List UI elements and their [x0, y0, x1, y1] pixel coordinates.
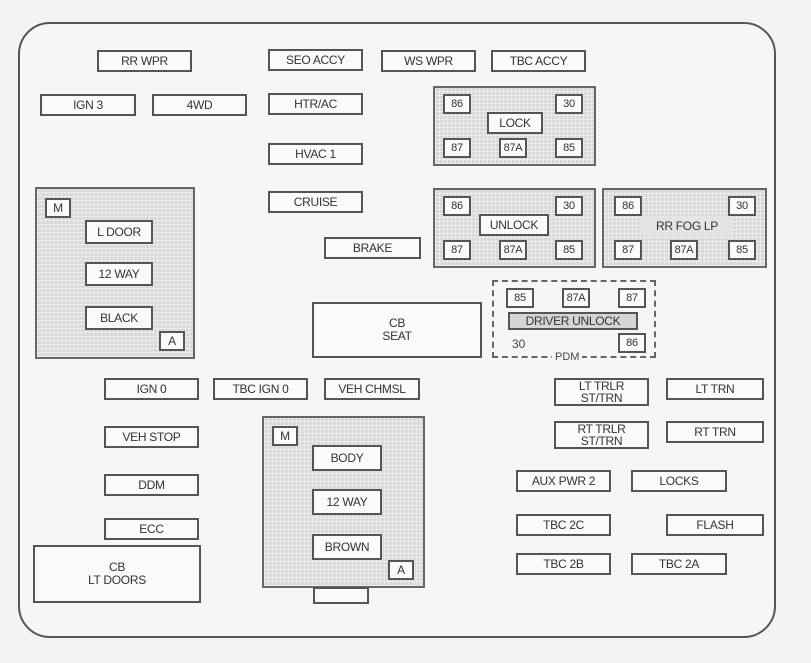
pin-85: 85 — [506, 288, 534, 308]
fuse-hvac1: HVAC 1 — [268, 143, 363, 165]
breaker-cb-lt-doors-line1: CB — [108, 560, 126, 574]
pin-86: 86 — [443, 94, 471, 114]
fuse-ign0: IGN 0 — [104, 378, 199, 400]
fuse-veh-chmsl: VEH CHMSL — [324, 378, 420, 400]
fuse-rr-wpr: RR WPR — [97, 50, 192, 72]
fuse-brake: BRAKE — [324, 237, 421, 259]
fuse-htr-ac: HTR/AC — [268, 93, 363, 115]
fuse-flash: FLASH — [666, 514, 764, 536]
relay-lock: 86 30 LOCK 87 87A 85 — [433, 86, 596, 166]
connector-l-door-black: M L DOOR 12 WAY BLACK A — [35, 187, 195, 359]
fuse-tbc2b: TBC 2B — [516, 553, 611, 575]
connector-label-3: BLACK — [85, 306, 153, 330]
pin-30: 30 — [728, 196, 756, 216]
pin-87: 87 — [614, 240, 642, 260]
fuse-lt-trlr-line1: LT TRLR — [578, 379, 625, 393]
pdm-label: PDM — [552, 351, 583, 363]
fuse-ws-wpr: WS WPR — [381, 50, 476, 72]
pin-87a: 87A — [499, 138, 527, 158]
breaker-cb-seat: CB SEAT — [312, 302, 482, 358]
connector-label-1: L DOOR — [85, 220, 153, 244]
pin-87a: 87A — [670, 240, 698, 260]
pin-87: 87 — [443, 138, 471, 158]
breaker-cb-seat-line1: CB — [388, 316, 406, 330]
pin-87a: 87A — [499, 240, 527, 260]
pin-30: 30 — [555, 196, 583, 216]
pin-30: 30 — [555, 94, 583, 114]
fuse-seo-accy: SEO ACCY — [268, 49, 363, 71]
fuse-tbc2a: TBC 2A — [631, 553, 727, 575]
fuse-cruise: CRUISE — [268, 191, 363, 213]
connector-a-marker: A — [388, 560, 414, 580]
relay-lock-label: LOCK — [487, 112, 543, 134]
pin-87: 87 — [443, 240, 471, 260]
pin-87a: 87A — [562, 288, 590, 308]
pin-85: 85 — [555, 138, 583, 158]
fuse-rt-trn: RT TRN — [666, 421, 764, 443]
relay-driver-unlock-pdm: 85 87A 87 DRIVER UNLOCK 30 86 PDM — [492, 280, 656, 363]
pin-85: 85 — [555, 240, 583, 260]
connector-a-marker: A — [159, 331, 185, 351]
fuse-ecc: ECC — [104, 518, 199, 540]
connector-m-marker: M — [45, 198, 71, 218]
relay-unlock: 86 30 UNLOCK 87 87A 85 — [433, 188, 596, 268]
fuse-rt-trlr-st-trn: RT TRLR ST/TRN — [554, 421, 649, 449]
connector-tab — [313, 587, 369, 604]
pin-86: 86 — [614, 196, 642, 216]
pin-30: 30 — [512, 337, 526, 351]
breaker-cb-lt-doors: CB LT DOORS — [33, 545, 201, 603]
pin-86: 86 — [618, 333, 646, 353]
fuse-4wd: 4WD — [152, 94, 247, 116]
connector-label-1: BODY — [312, 445, 382, 471]
fuse-ddm: DDM — [104, 474, 199, 496]
pin-86: 86 — [443, 196, 471, 216]
pin-87: 87 — [618, 288, 646, 308]
connector-m-marker: M — [272, 426, 298, 446]
fuse-lt-trlr-line2: ST/TRN — [580, 391, 623, 405]
fuse-veh-stop: VEH STOP — [104, 426, 199, 448]
relay-driver-unlock-label: DRIVER UNLOCK — [508, 312, 638, 330]
connector-body-brown: M BODY 12 WAY BROWN A — [262, 416, 425, 588]
fuse-ign3: IGN 3 — [40, 94, 136, 116]
fuse-rt-trlr-line2: ST/TRN — [580, 434, 623, 448]
fuse-lt-trlr-st-trn: LT TRLR ST/TRN — [554, 378, 649, 406]
breaker-cb-lt-doors-line2: LT DOORS — [88, 573, 146, 587]
connector-label-3: BROWN — [312, 534, 382, 560]
breaker-cb-seat-line2: SEAT — [382, 329, 412, 343]
relay-rr-fog-lp-label: RR FOG LP — [642, 216, 732, 236]
pin-85: 85 — [728, 240, 756, 260]
relay-rr-fog-lp: 86 30 RR FOG LP 87 87A 85 — [602, 188, 767, 268]
fuse-tbc2c: TBC 2C — [516, 514, 611, 536]
fuse-lt-trn: LT TRN — [666, 378, 764, 400]
fuse-tbc-accy: TBC ACCY — [491, 50, 586, 72]
connector-label-2: 12 WAY — [85, 262, 153, 286]
connector-label-2: 12 WAY — [312, 489, 382, 515]
fuse-aux-pwr2: AUX PWR 2 — [516, 470, 611, 492]
fuse-rt-trlr-line1: RT TRLR — [577, 422, 626, 436]
fuse-tbc-ign0: TBC IGN 0 — [213, 378, 308, 400]
relay-unlock-label: UNLOCK — [479, 214, 549, 236]
fuse-locks: LOCKS — [631, 470, 727, 492]
